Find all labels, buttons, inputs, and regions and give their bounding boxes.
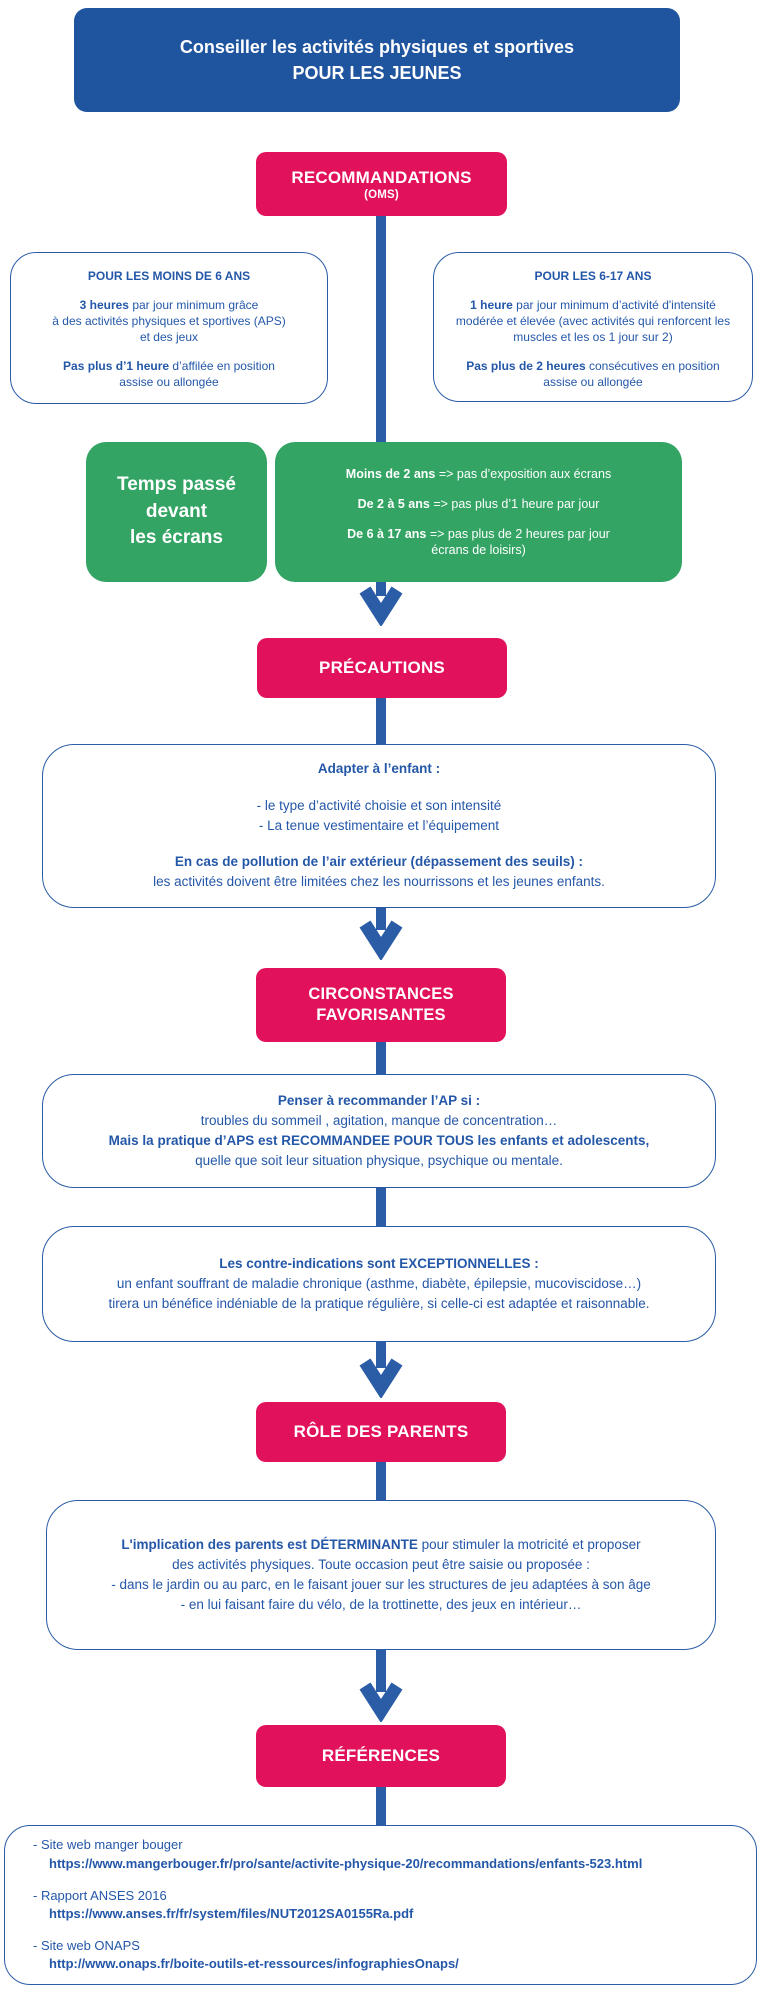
- header-banner: Conseiller les activités physiques et sp…: [74, 8, 680, 112]
- card-ap-recommendation: Penser à recommander l’AP si : troubles …: [42, 1074, 716, 1188]
- card-under-6: POUR LES MOINS DE 6 ANS 3 heures par jou…: [10, 252, 328, 404]
- reference-item: - Site web manger bouger https://www.man…: [33, 1836, 746, 1872]
- section-label-circonstances: CIRCONSTANCES FAVORISANTES: [256, 968, 506, 1042]
- section-title: RÉFÉRENCES: [321, 1746, 441, 1766]
- section-label-parents: RÔLE DES PARENTS: [256, 1402, 506, 1462]
- reference-link[interactable]: https://www.mangerbouger.fr/pro/sante/ac…: [49, 1855, 643, 1871]
- card-paragraph: 3 heures par jour minimum grâce à des ac…: [52, 298, 286, 345]
- connector-line: [376, 1042, 386, 1076]
- card-line: Mais la pratique d’APS est RECOMMANDEE P…: [108, 1133, 650, 1148]
- header-title-line2: POUR LES JEUNES: [292, 63, 462, 83]
- card-line: Les contre-indications sont EXCEPTIONNEL…: [219, 1255, 539, 1271]
- section-title: RÔLE DES PARENTS: [293, 1422, 469, 1442]
- screen-time-rules-box: Moins de 2 ans => pas d’exposition aux é…: [275, 442, 682, 582]
- card-title: POUR LES 6-17 ANS: [534, 269, 652, 283]
- section-title: RECOMMANDATIONS: [291, 167, 472, 187]
- arrow-down-icon: [359, 1342, 403, 1398]
- arrow-down-icon: [359, 580, 403, 626]
- screen-time-rule: Moins de 2 ans => pas d’exposition aux é…: [345, 466, 612, 481]
- card-paragraph: un enfant souffrant de maladie chronique…: [108, 1275, 650, 1312]
- card-paragraph: 1 heure par jour minimum d’activité d'in…: [455, 298, 731, 345]
- screen-time-title: Temps passé devant les écrans: [117, 474, 236, 549]
- card-references: - Site web manger bouger https://www.man…: [4, 1825, 757, 1985]
- reference-label: - Site web manger bouger: [33, 1837, 183, 1853]
- reference-item: - Rapport ANSES 2016 https://www.anses.f…: [33, 1887, 746, 1923]
- card-paragraph: L'implication des parents est DÉTERMINAN…: [111, 1536, 651, 1613]
- connector-line: [376, 216, 386, 444]
- card-list: - le type d’activité choisie et son inte…: [256, 797, 502, 833]
- header-title-line1: Conseiller les activités physiques et sp…: [179, 36, 575, 57]
- card-parents: L'implication des parents est DÉTERMINAN…: [46, 1500, 716, 1650]
- pollution-bold-line: En cas de pollution de l’air extérieur (…: [174, 854, 584, 870]
- screen-time-rule: De 2 à 5 ans => pas plus d’1 heure par j…: [357, 496, 600, 511]
- section-label-precautions: PRÉCAUTIONS: [257, 638, 507, 698]
- screen-time-label-box: Temps passé devant les écrans: [86, 442, 267, 582]
- arrow-down-icon: [359, 1650, 403, 1722]
- section-label-references: RÉFÉRENCES: [256, 1725, 506, 1787]
- card-paragraph: En cas de pollution de l’air extérieur (…: [153, 852, 605, 893]
- card-line: quelle que soit leur situation physique,…: [195, 1153, 563, 1169]
- screen-time-rule: De 6 à 17 ans => pas plus de 2 heures pa…: [347, 527, 610, 558]
- section-title: CIRCONSTANCES FAVORISANTES: [308, 985, 454, 1024]
- card-title: Adapter à l’enfant :: [317, 761, 441, 777]
- reference-label: - Rapport ANSES 2016: [33, 1887, 167, 1903]
- card-line: troubles du sommeil , agitation, manque …: [200, 1112, 558, 1128]
- card-title: POUR LES MOINS DE 6 ANS: [87, 269, 251, 283]
- reference-link[interactable]: http://www.onaps.fr/boite-outils-et-ress…: [49, 1956, 459, 1972]
- section-subtitle: (OMS): [364, 189, 399, 202]
- connector-line: [376, 1787, 386, 1827]
- card-line: Penser à recommander l’AP si :: [277, 1092, 481, 1108]
- arrow-down-icon: [359, 908, 403, 960]
- card-paragraph: Pas plus d’1 heure d’affilée en position…: [63, 359, 275, 390]
- card-precautions: Adapter à l’enfant : - le type d’activit…: [42, 744, 716, 908]
- reference-label: - Site web ONAPS: [33, 1938, 140, 1954]
- card-contraindications: Les contre-indications sont EXCEPTIONNEL…: [42, 1226, 716, 1342]
- card-6-17: POUR LES 6-17 ANS 1 heure par jour minim…: [433, 252, 753, 402]
- pollution-text-line: les activités doivent être limitées chez…: [153, 874, 605, 890]
- section-title: PRÉCAUTIONS: [319, 658, 445, 678]
- section-label-recommandations: RECOMMANDATIONS (OMS): [256, 152, 507, 216]
- reference-item: - Site web ONAPS http://www.onaps.fr/boi…: [33, 1937, 746, 1973]
- reference-link[interactable]: https://www.anses.fr/fr/system/files/NUT…: [49, 1906, 414, 1921]
- connector-line: [376, 698, 386, 746]
- connector-line: [376, 1188, 386, 1228]
- connector-line: [376, 1462, 386, 1502]
- card-paragraph: Pas plus de 2 heures consécutives en pos…: [466, 359, 720, 390]
